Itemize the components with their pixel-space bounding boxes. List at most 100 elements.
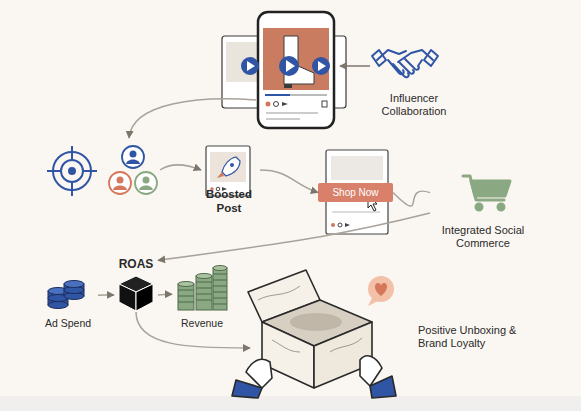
node-label: Integrated Social Commerce <box>431 224 535 250</box>
cube-right <box>136 284 153 311</box>
coin <box>64 281 84 288</box>
cube-left <box>119 284 136 311</box>
target-icon <box>47 146 97 196</box>
like-icon <box>331 223 335 227</box>
caption-node: Revenue <box>172 265 232 330</box>
share-icon <box>345 223 350 227</box>
caption-line <box>266 112 318 114</box>
cash-stack <box>178 284 194 310</box>
comment-icon <box>338 223 342 227</box>
caption-line <box>266 118 300 120</box>
flow-connector <box>158 213 430 260</box>
crosshair <box>83 170 97 172</box>
rocket-flame <box>217 172 224 178</box>
phone-image <box>263 28 329 90</box>
node-label: Influencer Collaboration <box>369 92 459 118</box>
cart-basket <box>471 181 510 196</box>
cash-top <box>196 274 212 279</box>
cta-button: Shop Now <box>318 183 393 202</box>
person-icon <box>109 172 131 194</box>
crosshair <box>71 182 73 196</box>
caption-node: Integrated Social Commerce <box>430 168 536 250</box>
bottom-band <box>0 396 581 411</box>
person-body <box>113 186 127 191</box>
share-icon <box>282 102 288 106</box>
person-icon <box>122 146 144 168</box>
play-button <box>312 57 330 75</box>
heart-bubble <box>368 276 394 306</box>
person-head <box>143 177 150 184</box>
play-button <box>241 57 259 75</box>
node-label: Shop Now <box>332 187 378 199</box>
caption-node: Ad Spend <box>38 278 98 330</box>
box-item <box>290 313 342 331</box>
person-icon <box>135 172 157 194</box>
crosshair <box>47 170 61 172</box>
person-body <box>126 160 140 165</box>
cash-lines <box>178 274 227 304</box>
like-icon <box>266 102 271 107</box>
caption-line <box>332 211 380 213</box>
flow-connector <box>136 312 250 348</box>
audience-icons <box>109 146 157 194</box>
node-label: Boosted Post <box>198 188 260 216</box>
target-ring <box>61 160 83 182</box>
person-head <box>117 177 124 184</box>
boot-heel <box>284 84 292 88</box>
play-button <box>279 56 299 76</box>
leader-arrow <box>340 65 370 67</box>
flow-curve <box>160 165 201 170</box>
caption-node: Boosted Post <box>198 142 260 216</box>
caption-node: Positive Unboxing & Brand Loyalty <box>250 282 546 392</box>
crosshair <box>71 146 73 160</box>
finger <box>405 59 422 70</box>
coin <box>48 302 68 309</box>
sleeve-left <box>232 380 262 398</box>
flow-connector <box>260 170 318 192</box>
background <box>0 0 581 396</box>
play-icon <box>247 61 255 71</box>
cuff <box>372 50 386 66</box>
heart-icon <box>375 283 387 296</box>
phone-illustration <box>222 12 346 128</box>
flow-connector <box>393 191 430 206</box>
finger <box>399 62 414 74</box>
play-icon <box>286 60 295 72</box>
bubble-tail <box>368 298 378 306</box>
caption-node: ROAS <box>114 257 158 312</box>
box-pattern <box>258 286 362 352</box>
sleeve-right <box>370 376 396 398</box>
phone-frame <box>258 12 334 128</box>
node-label: ROAS <box>119 257 154 271</box>
cash-top <box>178 282 194 287</box>
rocket-window <box>230 163 234 167</box>
cart-wheel <box>498 204 504 210</box>
progress-fill <box>265 94 290 96</box>
cart-wheel <box>476 204 482 210</box>
save-icon <box>322 101 327 107</box>
rocket-icon <box>222 157 240 176</box>
flow-curve <box>129 99 256 138</box>
cube-icon <box>119 276 153 311</box>
post-image <box>331 156 383 180</box>
node-label: Ad Spend <box>45 317 91 330</box>
play-icon <box>318 61 326 71</box>
unboxing-illustration <box>232 270 396 398</box>
coins-icon <box>48 281 84 309</box>
flow-connector <box>158 294 172 296</box>
node-label: Revenue <box>181 317 223 330</box>
target-center <box>69 168 75 174</box>
person-head <box>130 151 137 158</box>
caption-node: Influencer Collaboration <box>368 30 460 118</box>
progress-bar <box>265 94 327 96</box>
flow-connector <box>98 294 114 296</box>
speech-bubble <box>368 276 394 302</box>
handshake-icon <box>372 50 438 77</box>
node-label: Positive Unboxing & Brand Loyalty <box>418 324 536 350</box>
cart-icon <box>463 176 510 210</box>
cash-stacks <box>178 266 227 311</box>
